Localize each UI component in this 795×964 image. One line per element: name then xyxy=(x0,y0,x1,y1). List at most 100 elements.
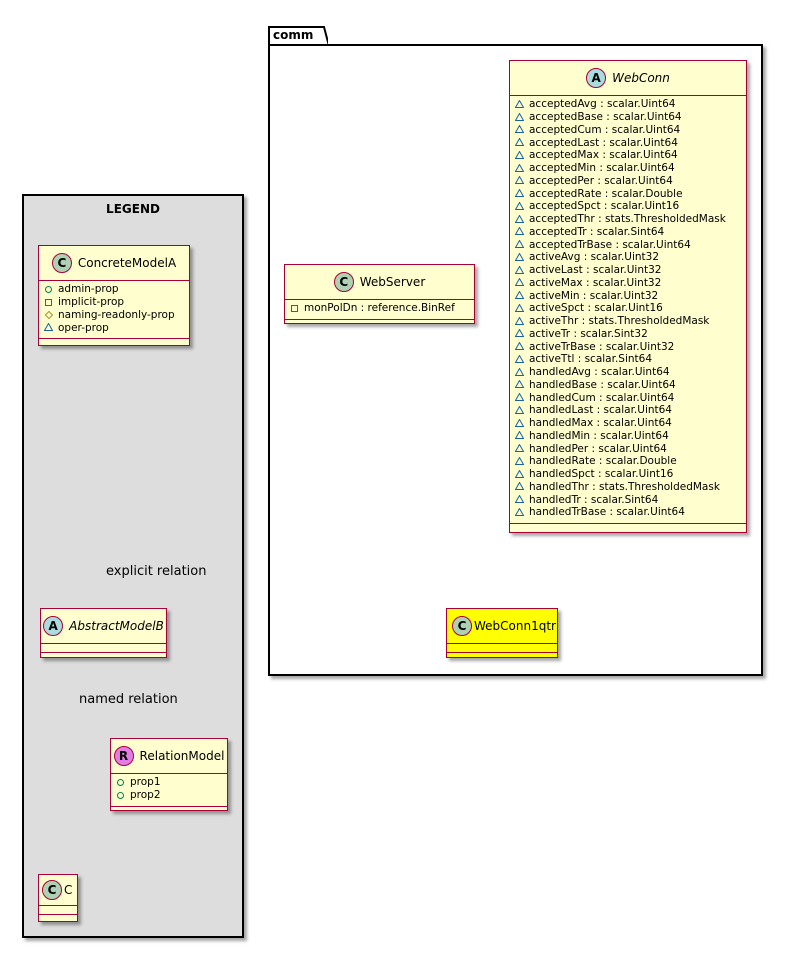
attribute-text: handledLast : scalar.Uint64 xyxy=(529,404,672,417)
class-circle-icon: C xyxy=(452,616,472,636)
attribute-row: naming-readonly-prop xyxy=(44,309,189,322)
attribute-row: admin-prop xyxy=(44,283,189,296)
package-visibility-icon xyxy=(515,316,524,326)
attribute-row: handledMin : scalar.Uint64 xyxy=(515,430,746,443)
attribute-text: handledTr : scalar.Sint64 xyxy=(529,493,659,506)
attribute-row: handledTr : scalar.Sint64 xyxy=(515,493,746,506)
attribute-row: handledTrBase : scalar.Uint64 xyxy=(515,506,746,519)
attribute-text: activeSpct : scalar.Uint16 xyxy=(529,302,663,315)
abstract-circle-icon: A xyxy=(43,616,64,636)
attribute-row: activeTtl : scalar.Sint64 xyxy=(515,353,746,366)
attribute-row: activeTrBase : scalar.Uint32 xyxy=(515,340,746,353)
attribute-row: handledMax : scalar.Uint64 xyxy=(515,417,746,430)
attribute-text: admin-prop xyxy=(58,283,119,296)
class-name: C xyxy=(64,883,73,897)
class-name: ConcreteModelA xyxy=(77,256,177,270)
package-visibility-icon xyxy=(515,176,524,185)
package-visibility-icon xyxy=(515,367,524,377)
attribute-row: acceptedMin : scalar.Uint64 xyxy=(515,162,746,175)
comm-package-tab xyxy=(268,26,328,46)
attribute-text: acceptedBase : scalar.Uint64 xyxy=(529,111,682,124)
class-web-server[interactable]: C WebServer monPolDn : reference.BinRef xyxy=(284,264,475,324)
package-visibility-icon xyxy=(515,163,524,173)
attribute-text: activeLast : scalar.Uint32 xyxy=(529,264,662,277)
package-visibility-icon xyxy=(515,214,524,224)
attribute-row: handledCum : scalar.Uint64 xyxy=(515,391,746,404)
package-visibility-icon xyxy=(515,469,524,479)
abstract-circle-icon: A xyxy=(586,68,607,88)
public-visibility-icon xyxy=(117,791,124,799)
package-visibility-icon xyxy=(515,227,524,236)
attribute-text: activeAvg : scalar.Uint32 xyxy=(529,251,660,264)
attribute-row: activeAvg : scalar.Uint32 xyxy=(515,251,746,264)
attribute-text: acceptedAvg : scalar.Uint64 xyxy=(529,98,676,111)
attribute-row: acceptedAvg : scalar.Uint64 xyxy=(515,98,746,111)
attribute-text: handledTrBase : scalar.Uint64 xyxy=(529,506,685,519)
attribute-row: acceptedBase : scalar.Uint64 xyxy=(515,111,746,124)
package-visibility-icon xyxy=(515,444,524,453)
package-visibility-icon xyxy=(515,240,524,249)
package-visibility-icon xyxy=(515,405,524,415)
attribute-text: handledThr : stats.ThresholdedMask xyxy=(529,480,720,493)
package-visibility-icon xyxy=(515,482,524,491)
attribute-text: monPolDn : reference.BinRef xyxy=(304,302,455,315)
class-name: WebConn xyxy=(612,71,670,85)
attribute-row: acceptedTrBase : scalar.Uint64 xyxy=(515,238,746,251)
attribute-row: activeLast : scalar.Uint32 xyxy=(515,264,746,277)
attribute-row: monPolDn : reference.BinRef xyxy=(290,302,474,315)
class-abstract-model-b[interactable]: A AbstractModelB xyxy=(40,608,167,658)
attribute-row: implicit-prop xyxy=(44,296,189,309)
attribute-text: handledSpct : scalar.Uint16 xyxy=(529,468,674,481)
relation-circle-icon: R xyxy=(113,746,134,766)
package-visibility-icon xyxy=(515,456,524,466)
attribute-text: prop2 xyxy=(130,789,161,802)
attribute-text: prop1 xyxy=(130,776,161,789)
attribute-text: activeMax : scalar.Uint32 xyxy=(529,276,662,289)
class-web-conn-1qtr[interactable]: C WebConn1qtr xyxy=(446,608,558,658)
attribute-text: activeTr : scalar.Sint32 xyxy=(529,327,648,340)
class-circle-icon: C xyxy=(333,272,354,292)
attribute-row: activeMin : scalar.Uint32 xyxy=(515,289,746,302)
class-name: WebServer xyxy=(359,275,426,289)
attribute-row: acceptedThr : stats.ThresholdedMask xyxy=(515,213,746,226)
package-visibility-icon xyxy=(515,342,524,351)
package-visibility-icon xyxy=(515,189,524,198)
attribute-text: handledCum : scalar.Uint64 xyxy=(529,391,675,404)
package-visibility-icon xyxy=(515,291,524,300)
package-visibility-icon xyxy=(515,265,524,275)
attribute-text: activeMin : scalar.Uint32 xyxy=(529,289,659,302)
class-name: AbstractModelB xyxy=(69,619,164,633)
class-circle-icon: C xyxy=(42,880,62,900)
attribute-text: oper-prop xyxy=(58,321,109,334)
legend-title: LEGEND xyxy=(106,202,160,216)
attribute-text: acceptedLast : scalar.Uint64 xyxy=(529,136,678,149)
attribute-text: implicit-prop xyxy=(58,296,125,309)
attribute-text: handledBase : scalar.Uint64 xyxy=(529,378,676,391)
package-visibility-icon xyxy=(515,418,524,428)
package-visibility-icon xyxy=(515,393,524,402)
package-visibility-icon xyxy=(515,380,524,389)
attribute-row: prop1 xyxy=(116,776,227,789)
attribute-row: activeTr : scalar.Sint32 xyxy=(515,328,746,341)
attribute-text: acceptedPer : scalar.Uint64 xyxy=(529,174,673,187)
class-name: RelationModel xyxy=(139,749,225,763)
class-c[interactable]: C C xyxy=(38,874,78,922)
package-visibility-icon xyxy=(515,125,524,134)
attribute-text: activeThr : stats.ThresholdedMask xyxy=(529,315,710,328)
package-visibility-icon xyxy=(515,278,524,287)
attribute-row: handledLast : scalar.Uint64 xyxy=(515,404,746,417)
class-circle-icon: C xyxy=(51,253,72,273)
comm-package-title: comm xyxy=(273,28,314,42)
attribute-text: acceptedMin : scalar.Uint64 xyxy=(529,162,675,175)
package-visibility-icon xyxy=(515,495,524,504)
attribute-row: handledAvg : scalar.Uint64 xyxy=(515,366,746,379)
package-visibility-icon xyxy=(515,150,524,160)
attribute-row: acceptedMax : scalar.Uint64 xyxy=(515,149,746,162)
package-visibility-icon xyxy=(44,323,53,332)
protected-visibility-icon xyxy=(44,310,54,320)
